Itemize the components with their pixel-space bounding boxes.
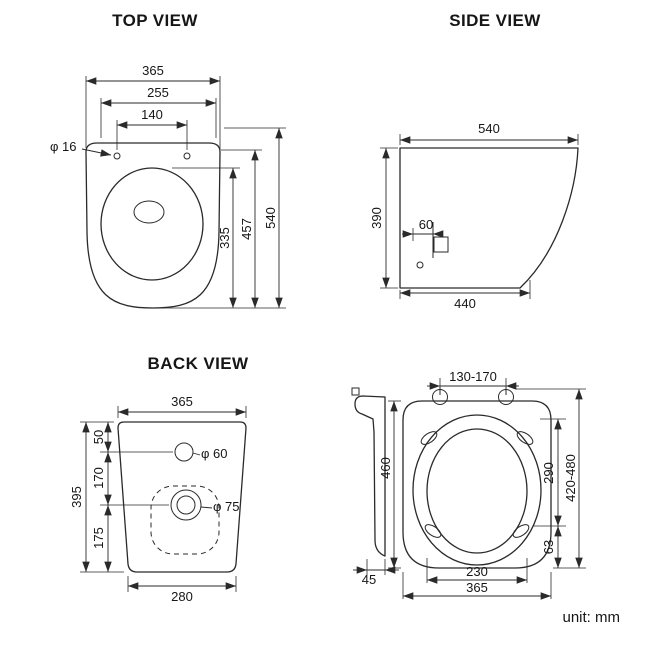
top-view-title: TOP VIEW: [112, 11, 198, 30]
dim-mid-spacing: 170: [91, 467, 106, 489]
hinge-pin: [351, 387, 360, 396]
dim-total-depth: 540: [263, 207, 278, 229]
unit-label: unit: mm: [562, 609, 620, 626]
seat-opening: [426, 428, 528, 554]
dim-hole-diameter: φ 16: [50, 139, 77, 154]
bracket-rect: [433, 236, 449, 253]
toilet-outline: [85, 142, 221, 309]
bumper-bottom-left: [424, 524, 442, 538]
dim-side-height: 390: [369, 207, 384, 229]
mount-hole-right: [183, 152, 191, 160]
dim-hole-spacing: 140: [141, 107, 163, 122]
dim-bracket-offset: 60: [419, 217, 433, 232]
waste-outlet-hole: [170, 489, 202, 521]
seat-outline: [402, 400, 552, 569]
dim-lower-spacing: 175: [91, 527, 106, 549]
top-view-dimensions: 365 255 140 φ 16 335 457: [50, 63, 286, 309]
dim-top-width: 365: [142, 63, 164, 78]
concealed-trap: [150, 485, 220, 555]
dim-seat-length: 460: [378, 457, 393, 479]
dim-seat-width: 365: [466, 580, 488, 595]
dim-back-height: 395: [69, 486, 84, 508]
water-inlet-hole: [174, 442, 194, 462]
dim-bowl-depth: 335: [217, 227, 232, 249]
dim-opening-length: 290: [541, 462, 556, 484]
dim-base-depth: 440: [454, 296, 476, 311]
dim-inner-width: 255: [147, 85, 169, 100]
leader-line: [81, 148, 112, 157]
back-view-dimensions: 365 φ 60 φ 75 50 170 175 395: [69, 394, 247, 604]
side-view-title: SIDE VIEW: [449, 11, 541, 30]
mount-hole-left: [113, 152, 121, 160]
dim-inlet-offset: 50: [91, 430, 106, 444]
leader-line: [200, 506, 213, 509]
dim-rim-depth: 457: [239, 218, 254, 240]
dim-seat-thickness: 45: [362, 572, 376, 587]
bumper-bottom-right: [512, 524, 530, 538]
drain-outlet: [416, 261, 424, 269]
seat-side-profile: [351, 387, 386, 557]
seat-dimensions: 130-170 460 45 290 63 4: [353, 369, 586, 600]
dim-hinge-range: 420-480: [563, 454, 578, 502]
bumper-top-left: [420, 431, 438, 445]
dim-rear-depth: 63: [541, 540, 556, 554]
seat-ring: [412, 414, 542, 566]
dim-hinge-spacing: 130-170: [449, 369, 497, 384]
side-profile: [399, 147, 579, 289]
seat-profile-outline: [354, 395, 386, 557]
dim-outlet-diameter: φ 75: [213, 499, 240, 514]
top-view-shape: [85, 142, 221, 309]
waste-outlet-inner: [176, 495, 196, 515]
leader-line: [192, 452, 201, 456]
seat-view: 130-170 460 45 290 63 4: [351, 369, 586, 600]
dim-side-depth: 540: [478, 121, 500, 136]
dim-opening-width: 230: [466, 564, 488, 579]
back-view-title: BACK VIEW: [148, 354, 249, 373]
dim-back-bottom-width: 280: [171, 589, 193, 604]
side-view-dimensions: 540 390 60 440: [369, 121, 579, 311]
side-view: SIDE VIEW 540 390 60: [369, 11, 579, 311]
back-view: BACK VIEW 365 φ 60 φ 75 50: [69, 354, 249, 604]
dim-inlet-diameter: φ 60: [201, 446, 228, 461]
drain-hole: [133, 200, 165, 224]
seat-top-shape: [402, 387, 552, 569]
dim-back-top-width: 365: [171, 394, 193, 409]
back-outline: [117, 421, 247, 573]
back-view-shape: [117, 421, 247, 573]
top-view: TOP VIEW 365 255 140 φ 16: [50, 11, 286, 309]
bowl-rim: [100, 167, 204, 281]
bumper-top-right: [516, 431, 534, 445]
